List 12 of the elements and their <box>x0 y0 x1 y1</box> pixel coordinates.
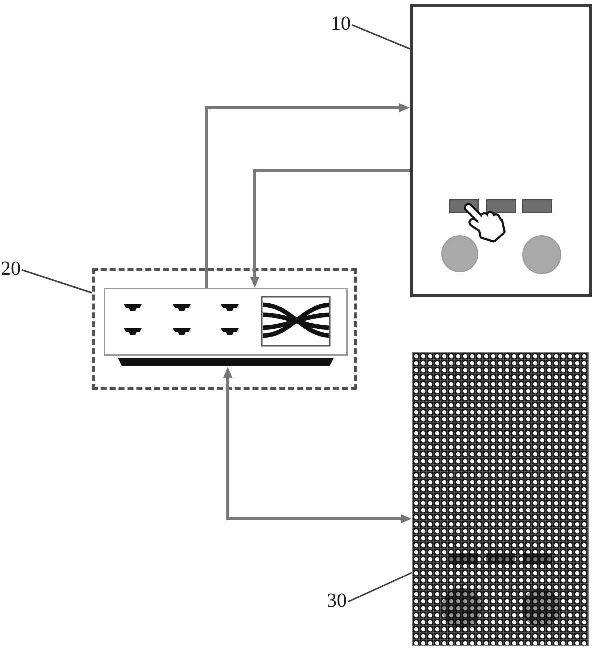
callout-number: 10 <box>331 13 351 35</box>
arrow <box>206 103 410 288</box>
leader-line <box>348 572 412 603</box>
leader-line <box>352 24 410 50</box>
callout-number: 30 <box>327 590 347 612</box>
dashed-enclosure <box>92 268 357 390</box>
network-switch-drawing <box>104 288 348 367</box>
callout-number: 20 <box>1 258 21 280</box>
leader-line <box>22 269 92 294</box>
arrow <box>250 170 410 288</box>
double-headed-arrow <box>223 367 412 524</box>
control-panel-drawing <box>410 4 592 297</box>
